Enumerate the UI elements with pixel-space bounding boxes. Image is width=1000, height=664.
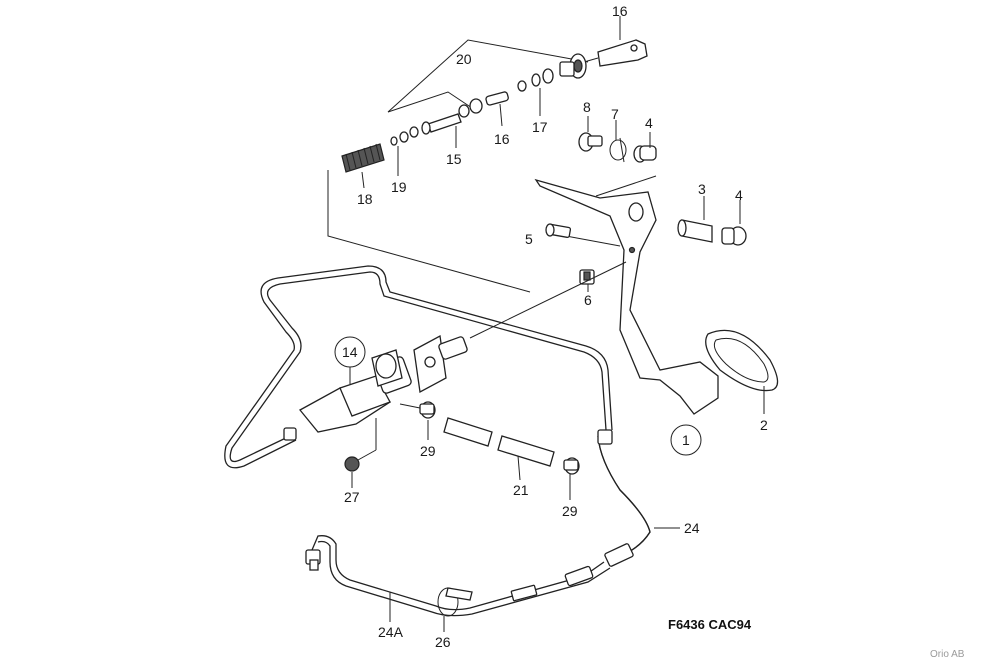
clip-26 xyxy=(437,587,473,617)
clip-6 xyxy=(579,269,595,285)
callout-5: 5 xyxy=(525,231,533,247)
spring-18 xyxy=(341,143,385,173)
hose-clamp-29-left xyxy=(419,401,436,419)
callout-16-mid: 16 xyxy=(494,131,510,147)
master-cylinder-14 xyxy=(299,334,468,433)
hydraulic-pipe-loop xyxy=(224,265,613,469)
callout-2: 2 xyxy=(760,417,768,433)
bolt-5 xyxy=(545,223,572,238)
bracket-20 xyxy=(387,39,589,113)
bushing-20 xyxy=(458,98,483,118)
figure-code: F6436 CAC94 xyxy=(668,617,752,632)
bolt-8 xyxy=(578,132,603,152)
callout-24: 24 xyxy=(684,520,700,536)
hose-24 xyxy=(597,429,651,567)
callout-17: 17 xyxy=(532,119,548,135)
hose-21 xyxy=(443,417,555,467)
clip-7 xyxy=(609,137,627,163)
callout-6: 6 xyxy=(584,292,592,308)
fitting-left xyxy=(283,427,297,441)
callout-15: 15 xyxy=(446,151,462,167)
callout-1: 1 xyxy=(682,432,690,448)
callout-19: 19 xyxy=(391,179,407,195)
nut-ring-20 xyxy=(559,53,587,79)
callout-21: 21 xyxy=(513,482,529,498)
sleeve-3 xyxy=(677,219,713,243)
callout-7: 7 xyxy=(611,106,619,122)
clevis-16 xyxy=(583,39,648,67)
bleed-nut-27 xyxy=(344,456,360,472)
pipe-24a xyxy=(305,535,611,617)
pedal-arm-1 xyxy=(534,178,719,415)
credit-text: Orio AB xyxy=(930,649,965,660)
callout-26: 26 xyxy=(435,634,451,650)
pin-16 xyxy=(485,91,509,106)
bushing-4-right xyxy=(721,226,747,246)
bushing-4-top xyxy=(633,145,657,163)
washer-17 xyxy=(517,68,554,92)
pushrod-15 xyxy=(390,113,462,146)
callout-3: 3 xyxy=(698,181,706,197)
callout-4-top: 4 xyxy=(645,115,653,131)
callout-29-left: 29 xyxy=(420,443,436,459)
callout-4-right: 4 xyxy=(735,187,743,203)
callout-16-top: 16 xyxy=(612,3,628,19)
hose-clamp-29-right xyxy=(563,457,580,475)
callout-14: 14 xyxy=(342,344,358,360)
callout-8: 8 xyxy=(583,99,591,115)
callout-18: 18 xyxy=(357,191,373,207)
pedal-pad-2 xyxy=(705,329,779,392)
callout-29-right: 29 xyxy=(562,503,578,519)
callout-27: 27 xyxy=(344,489,360,505)
callout-20: 20 xyxy=(456,51,472,67)
callout-24a: 24A xyxy=(378,624,404,640)
